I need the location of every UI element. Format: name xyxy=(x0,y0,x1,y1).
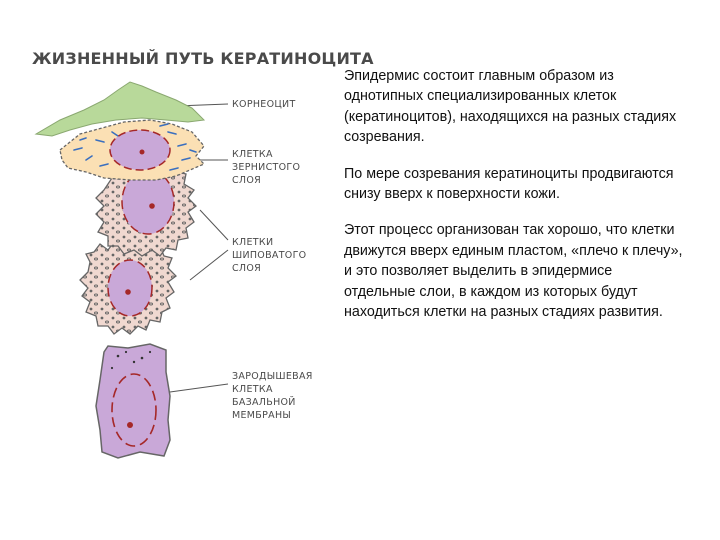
label-corneocyte: КОРНЕОЦИТ xyxy=(232,99,296,110)
keratinocyte-diagram xyxy=(34,81,229,459)
granular-nucleus xyxy=(109,129,171,171)
label-basal-cell: ЗАРОДЫШЕВАЯ КЛЕТКА БАЗАЛЬНОЙ МЕМБРАНЫ xyxy=(232,371,313,421)
paragraph-1: Эпидермис состоит главным образом из одн… xyxy=(344,68,677,146)
basal-nucleolus xyxy=(127,422,133,428)
figure-title: ЖИЗНЕННЫЙ ПУТЬ КЕРАТИНОЦИТА xyxy=(32,49,374,68)
basal-nucleus xyxy=(111,373,157,447)
spinous-upper-nucleus xyxy=(121,169,175,235)
text-panel: Эпидермис состоит главным образом из одн… xyxy=(344,66,684,338)
corneocyte xyxy=(34,81,206,137)
pointer-line-basal xyxy=(169,383,229,393)
spinous-upper-nucleolus xyxy=(149,203,155,209)
label-granular-cell: КЛЕТКА ЗЕРНИСТОГО СЛОЯ xyxy=(232,149,301,186)
spinous-lower-nucleus xyxy=(107,259,153,317)
basal-melanin-granules xyxy=(110,350,152,370)
spinous-lower-nucleolus xyxy=(125,289,131,295)
paragraph-3: Этот процесс организован так хорошо, что… xyxy=(344,222,683,321)
keratohyalin-granules xyxy=(73,123,197,171)
pointer-line-spinous-lower xyxy=(189,249,229,281)
granular-nucleolus xyxy=(139,149,145,155)
paragraph-2: По мере созревания кератиноциты продвига… xyxy=(344,165,674,203)
pointer-line-spinous-upper xyxy=(199,209,229,241)
label-spinous-cells: КЛЕТКИ ШИПОВАТОГО СЛОЯ xyxy=(232,237,307,274)
